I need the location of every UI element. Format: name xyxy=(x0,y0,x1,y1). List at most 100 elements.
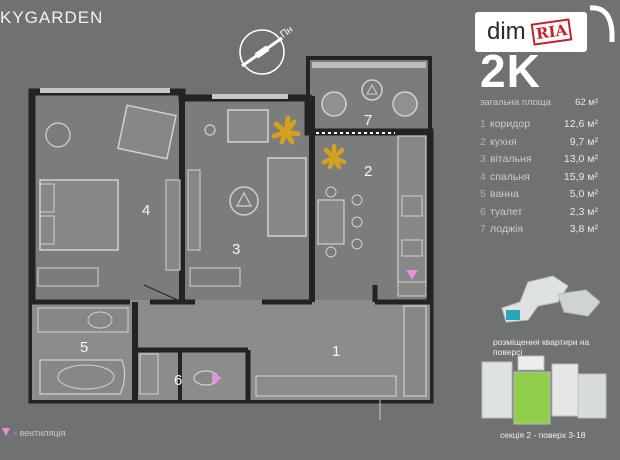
pillow-1 xyxy=(39,183,55,213)
dining-chair-2 xyxy=(351,194,363,206)
room-area: 5,0 м² xyxy=(569,188,598,200)
room-row-3: 3 вітальня 13,0 м² xyxy=(480,153,598,171)
room-number: 6 xyxy=(480,205,486,218)
room-area: 13,0 м² xyxy=(563,153,598,165)
room-row-6: 6 туалет 2,3 м² xyxy=(480,206,598,224)
apartment-highlight xyxy=(506,310,520,320)
room-area: 2,3 м² xyxy=(569,205,598,218)
dining-chair-4 xyxy=(351,238,363,250)
room-name: лоджія xyxy=(490,223,524,235)
living-chair xyxy=(227,109,269,143)
bedroom-door-swing xyxy=(143,284,183,303)
kitchen-counter xyxy=(397,135,427,287)
room-row-1: 1 коридор 12,6 м² xyxy=(480,118,598,136)
bedroom-window xyxy=(40,88,170,93)
room-list: 1 коридор 12,6 м² 2 кухня 9,7 м² 3 вітальня 13… xyxy=(480,118,598,241)
loggia-chair-left xyxy=(321,91,347,117)
total-area-label: загальна площа xyxy=(480,97,552,108)
dining-chair-1 xyxy=(325,186,337,198)
dining-table xyxy=(317,199,345,245)
tv-unit xyxy=(187,169,201,251)
room-name: спальня xyxy=(490,170,530,183)
loggia-chair-right xyxy=(392,91,418,117)
room-number: 5 xyxy=(480,188,486,200)
corridor-wardrobe xyxy=(403,305,427,397)
dining-chair-3 xyxy=(351,216,363,228)
building-top xyxy=(517,355,545,371)
room-label-2: 2 xyxy=(364,163,372,180)
section-caption: секція 2 - поверх 3-18 xyxy=(500,430,586,440)
pillow-2 xyxy=(39,215,55,245)
kitchen-sink xyxy=(401,239,423,257)
floor-location-caption: розміщення квартири на поверсі xyxy=(493,337,590,357)
room-number: 2 xyxy=(480,135,486,148)
bed xyxy=(39,179,119,251)
bedroom-rug xyxy=(37,267,99,287)
building-block-4 xyxy=(577,373,607,419)
room-row-7: 7 лоджія 3,8 м² xyxy=(480,223,598,241)
room-label-3: 3 xyxy=(232,241,240,258)
bathtub xyxy=(39,359,126,395)
room-row-2: 2 кухня 9,7 м² xyxy=(480,136,598,154)
plant-kitchen xyxy=(321,143,347,170)
vent-wc-icon xyxy=(212,372,222,384)
room-label-4: 4 xyxy=(142,202,150,219)
apartment-type: 2K xyxy=(480,45,541,97)
total-area-value: 62 м² xyxy=(575,97,598,108)
loggia-table-mark xyxy=(366,83,378,95)
room-number: 7 xyxy=(480,223,486,235)
washing-machine xyxy=(139,353,159,395)
coffee-table xyxy=(229,186,259,216)
room-label-6: 6 xyxy=(174,372,182,389)
building-section-2 xyxy=(513,371,551,425)
room-name: ванна xyxy=(490,188,519,200)
room-area: 9,7 м² xyxy=(569,135,598,148)
room-name: туалет xyxy=(490,205,523,218)
room-name: коридор xyxy=(490,118,531,130)
living-rug xyxy=(189,267,241,287)
living-lamp xyxy=(204,124,216,136)
room-label-5: 5 xyxy=(80,339,88,356)
vent-legend-label: - вентиляція xyxy=(14,428,66,438)
room-row-4: 4 спальня 15,9 м² xyxy=(480,171,598,189)
vent-legend-icon xyxy=(2,428,10,436)
bath-counter xyxy=(37,307,129,333)
dim-ria-logo[interactable]: dim RIA xyxy=(475,12,587,52)
floor-location-map xyxy=(501,275,601,323)
living-window xyxy=(212,94,288,99)
room-label-7: 7 xyxy=(364,112,372,129)
compass-icon xyxy=(239,29,285,75)
room-number: 1 xyxy=(480,118,486,130)
vent-kitchen-icon xyxy=(406,270,418,280)
floor-wing xyxy=(557,289,601,317)
washbasin xyxy=(87,311,113,329)
section-building-map xyxy=(481,355,607,425)
kitchen-corner xyxy=(397,281,427,297)
room-name: кухня xyxy=(490,135,517,148)
total-area: загальна площа 62 м² xyxy=(480,97,598,108)
room-number: 4 xyxy=(480,170,486,183)
room-row-5: 5 ванна 5,0 м² xyxy=(480,188,598,206)
room-area: 12,6 м² xyxy=(563,118,598,130)
bathtub-inner xyxy=(57,364,115,390)
sofa xyxy=(267,157,307,237)
logo-dim-text: dim xyxy=(487,18,526,45)
building-block-1 xyxy=(481,361,513,419)
room-area: 15,9 м² xyxy=(563,170,598,183)
floor-plan: 4 3 2 7 1 5 6 Пн xyxy=(2,24,434,436)
building-block-3 xyxy=(551,363,579,417)
loggia-window xyxy=(312,62,426,68)
brand-name: KYGARDEN xyxy=(0,8,104,27)
armchair xyxy=(117,104,177,160)
cooktop xyxy=(401,195,423,217)
dining-chair-5 xyxy=(325,246,337,258)
room-number: 3 xyxy=(480,153,486,165)
room-label-1: 1 xyxy=(332,343,340,360)
loggia-table xyxy=(361,79,383,101)
bedroom-wardrobe xyxy=(165,179,181,271)
coffee-table-mark xyxy=(235,191,253,207)
room-area: 3,8 м² xyxy=(569,223,598,235)
room-name: вітальня xyxy=(490,153,532,165)
logo-ria-text: RIA xyxy=(530,18,573,46)
corner-arc-icon xyxy=(589,5,615,42)
